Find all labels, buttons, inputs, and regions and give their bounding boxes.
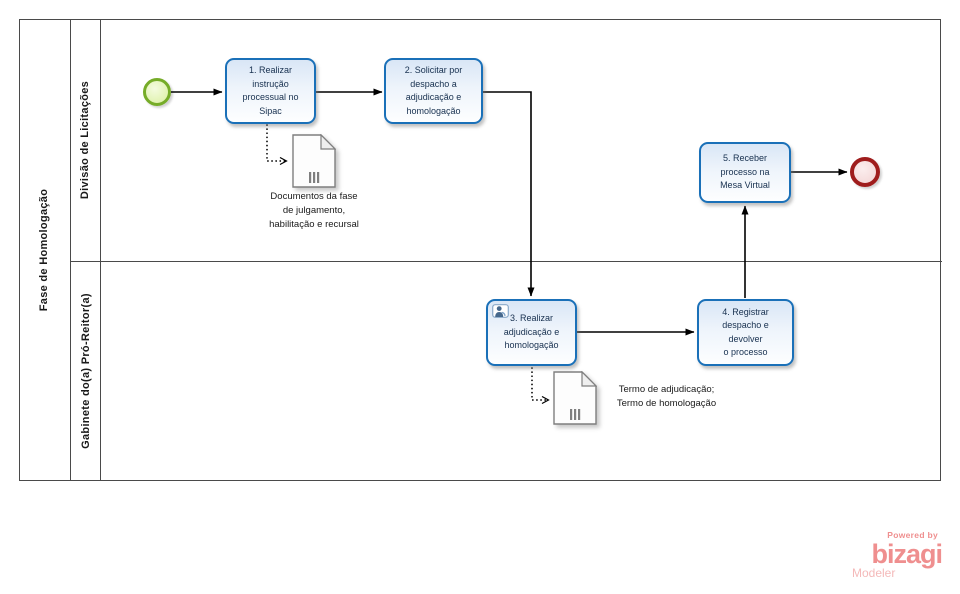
bizagi-branding: Powered by bizagi Modeler — [838, 530, 943, 581]
start-event[interactable] — [143, 78, 171, 106]
pool-border — [19, 19, 941, 481]
lane-divisao-de-licitacoes: Divisão de Licitações — [71, 19, 101, 261]
task-3-realizar-adjudicacao[interactable]: 3. Realizar adjudicação e homologação — [486, 299, 577, 366]
task-label: 4. Registrar despacho e devolver o proce… — [722, 306, 769, 358]
user-icon — [492, 304, 509, 318]
powered-by-text: Powered by — [887, 530, 938, 540]
task-5-receber-processo[interactable]: 5. Receber processo na Mesa Virtual — [699, 142, 791, 203]
task-label: 2. Solicitar por despacho a adjudicação … — [404, 65, 463, 116]
task-1-realizar-instrucao[interactable]: 1. Realizar instrução processual no Sipa… — [225, 58, 316, 124]
end-event[interactable] — [850, 157, 880, 187]
document-icon[interactable] — [292, 134, 336, 188]
doc1-label: Documentos da fase de julgamento, habili… — [269, 191, 359, 230]
task-4-registrar-despacho[interactable]: 4. Registrar despacho e devolver o proce… — [697, 299, 794, 366]
doc2-label: Termo de adjudicação; Termo de homologaç… — [616, 384, 717, 409]
bizagi-modeler-text: Modeler — [852, 566, 896, 581]
pool-title-column: Fase de Homologação — [19, 19, 71, 481]
lane-label: Gabinete do(a) Pró-Reitor(a) — [79, 293, 92, 449]
task-label: 5. Receber processo na Mesa Virtual — [720, 153, 770, 191]
lane-gabinete-pro-reitor: Gabinete do(a) Pró-Reitor(a) — [71, 261, 101, 481]
lane-divider — [71, 261, 942, 262]
lane-label: Divisão de Licitações — [79, 80, 92, 200]
task-label: 1. Realizar instrução processual no Sipa… — [242, 65, 299, 116]
bizagi-logo: bizagi — [871, 539, 943, 569]
pool-title: Fase de Homologação — [38, 188, 51, 312]
task-2-solicitar-despacho[interactable]: 2. Solicitar por despacho a adjudicação … — [384, 58, 483, 124]
document-icon[interactable] — [553, 371, 597, 425]
task-label: 3. Realizar adjudicação e homologação — [503, 313, 560, 351]
